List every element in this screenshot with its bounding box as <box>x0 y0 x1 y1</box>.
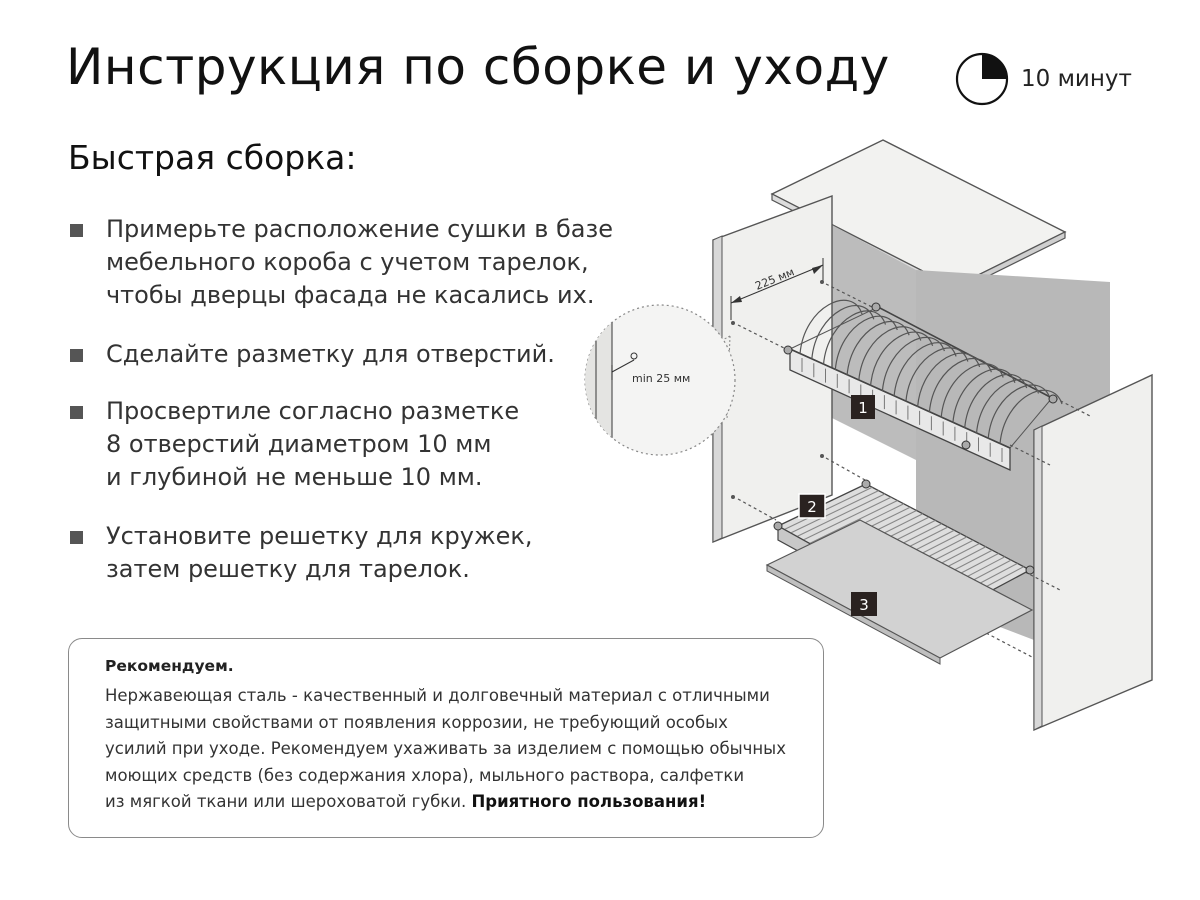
bullet-icon <box>70 531 83 544</box>
assembly-steps: Примерьте расположение сушки в базе мебе… <box>68 213 628 586</box>
min-distance-label: min 25 мм <box>632 372 690 385</box>
step-line: Сделайте разметку для отверстий. <box>106 340 555 368</box>
bullet-icon <box>70 349 83 362</box>
step-3: Просвертиле согласно разметке 8 отверсти… <box>68 395 628 494</box>
detail-magnifier: min 25 мм <box>584 304 736 456</box>
page-title: Инструкция по сборке и уходу <box>66 38 890 96</box>
callout-2-label: 2 <box>807 498 817 516</box>
step-text: Примерьте расположение сушки в базе мебе… <box>106 213 613 312</box>
recommendation-title: Рекомендуем. <box>105 657 234 675</box>
step-line: затем решетку для тарелок. <box>106 555 470 583</box>
callout-3-label: 3 <box>859 596 869 614</box>
step-1: Примерьте расположение сушки в базе мебе… <box>68 213 628 312</box>
recommendation-line: Нержавеющая сталь - качественный и долго… <box>105 686 770 705</box>
duration-badge: 10 минут <box>955 52 1132 106</box>
recommendation-line: моющих средств (без содержания хлора), м… <box>105 765 745 785</box>
step-line: мебельного короба с учетом тарелок, <box>106 248 589 276</box>
step-line: и глубиной не меньше 10 мм. <box>106 463 483 491</box>
step-line: Примерьте расположение сушки в базе <box>106 215 613 243</box>
step-line: чтобы дверцы фасада не касались их. <box>106 281 595 309</box>
bullet-icon <box>70 406 83 419</box>
step-text: Установите решетку для кружек, затем реш… <box>106 520 532 586</box>
step-line: Просвертиле согласно разметке <box>106 397 520 425</box>
recommendation-line: защитными свойствами от появления корроз… <box>105 712 728 732</box>
mounting-holes <box>731 280 824 499</box>
callout-3: 3 <box>851 592 877 616</box>
step-text: Просвертиле согласно разметке 8 отверсти… <box>106 395 519 494</box>
section-heading: Быстрая сборка: <box>68 138 357 177</box>
recommendation-last-line: из мягкой ткани или шероховатой губки. <box>105 792 467 811</box>
step-text: Сделайте разметку для отверстий. <box>106 338 555 371</box>
step-4: Установите решетку для кружек, затем реш… <box>68 520 628 586</box>
step-line: 8 отверстий диаметром 10 мм <box>106 430 492 458</box>
recommendation-box: Рекомендуем. Нержавеющая сталь - качеств… <box>68 638 824 838</box>
callout-1-label: 1 <box>858 399 868 417</box>
bullet-icon <box>70 224 83 237</box>
cabinet-illustration: 225 мм <box>584 139 1153 732</box>
recommendation-text: Нержавеющая сталь - качественный и долго… <box>105 683 803 816</box>
callout-2: 2 <box>798 493 826 519</box>
clock-icon <box>955 52 1009 106</box>
step-line: Установите решетку для кружек, <box>106 522 533 550</box>
recommendation-line: из мягкой ткани или шероховатой губки. П… <box>105 789 803 816</box>
duration-label: 10 минут <box>1021 66 1132 92</box>
closing-phrase: Приятного пользования! <box>471 792 707 811</box>
callout-1: 1 <box>851 395 875 419</box>
step-2: Сделайте разметку для отверстий. <box>68 338 628 371</box>
cabinet-right-panel <box>1033 373 1153 732</box>
recommendation-line: усилий при уходе. Рекомендуем ухаживать … <box>105 739 786 758</box>
